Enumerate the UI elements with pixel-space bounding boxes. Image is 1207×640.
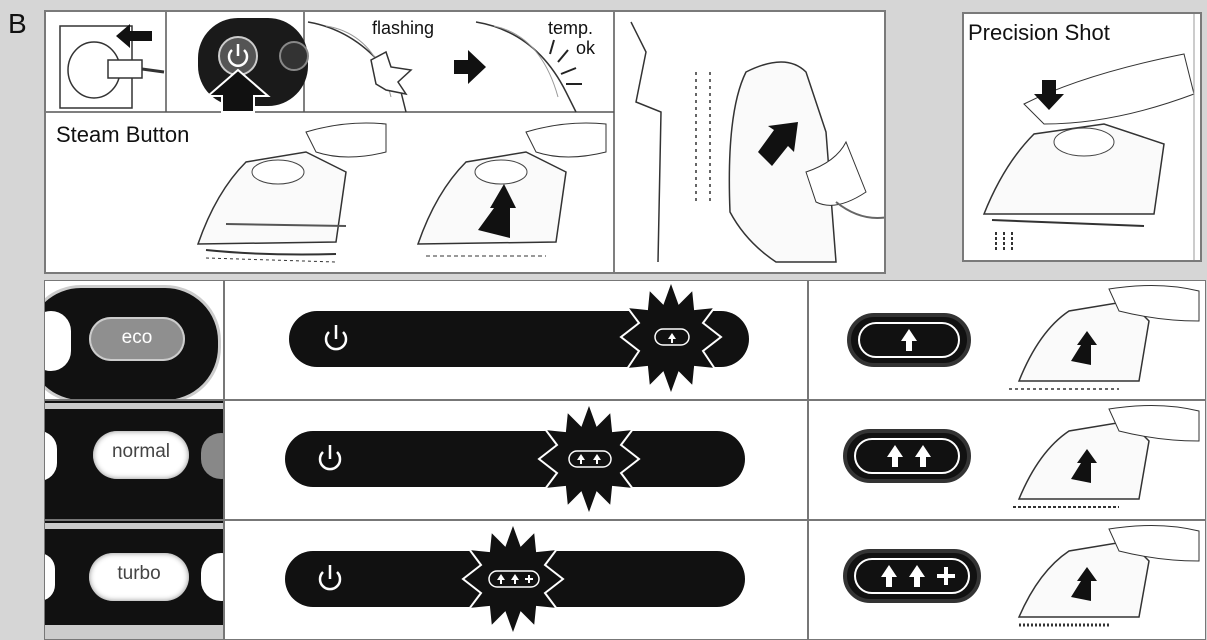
iron-icon [418,123,606,256]
turbo-button: turbo [89,553,189,601]
arrow-icon [454,50,486,84]
mode-button-cell-normal: normal [44,400,224,520]
control-bar-icons [225,281,808,400]
hand-icon [526,123,606,157]
mode-button-cell-turbo: turbo [44,520,224,640]
control-bar-icons [225,521,808,640]
temp-ok-label-line2: ok [576,38,595,59]
temp-ok-label-line1: temp. [548,18,593,39]
steam-level-cell-turbo [808,520,1206,640]
normal-button: normal [93,431,189,479]
steam-button-label: Steam Button [56,122,189,148]
burst-icon [371,52,411,94]
control-bar-cell-eco [224,280,808,400]
control-bar-icons [225,401,808,520]
power-button-closeup [198,18,308,112]
vertical-steaming-scene [631,22,886,262]
control-bar-cell-turbo [224,520,808,640]
mode-button-cell-eco: eco [44,280,224,400]
steam-level-cell-eco [808,280,1206,400]
iron-icon [198,123,386,262]
steam-level-cell-normal [808,400,1206,520]
section-b-letter: B [8,8,27,40]
section-c-panel: Precision Shot [910,10,1206,264]
iron-icon [729,62,836,262]
precision-shot-title: Precision Shot [968,20,1110,46]
flashing-label: flashing [372,18,434,39]
precision-shot-illustration [964,14,1202,262]
eco-button: eco [89,317,185,361]
control-bar-cell-normal [224,400,808,520]
hand-icon [306,123,386,157]
section-b-panel: flashing temp. ok Steam Button [44,10,886,274]
